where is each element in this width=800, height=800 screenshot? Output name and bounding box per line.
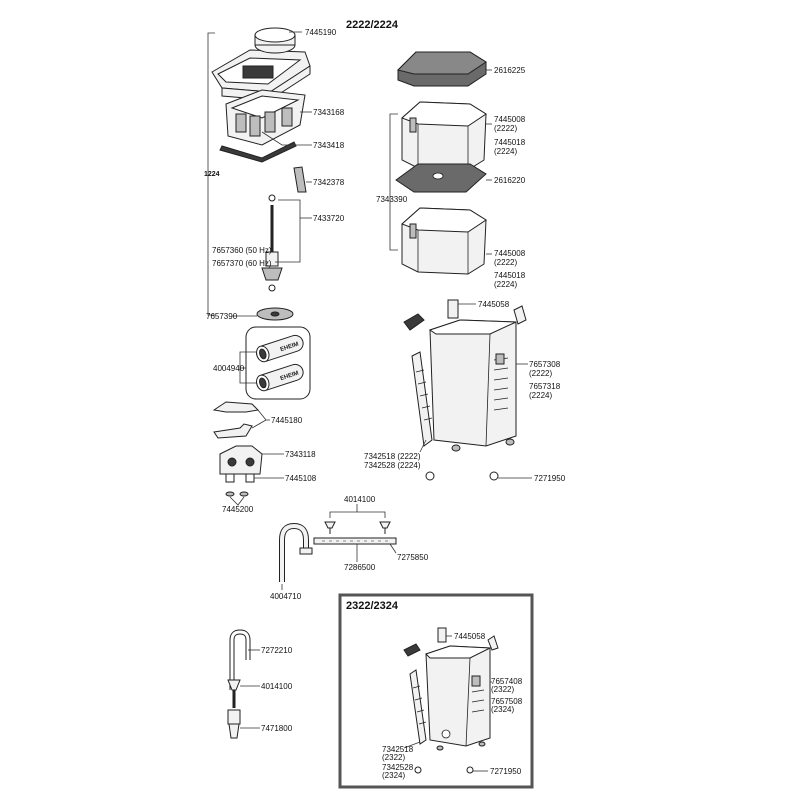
- label-2616220: 2616220: [494, 176, 526, 185]
- pump-housing: [219, 89, 306, 163]
- label-7445180: 7445180: [271, 416, 303, 425]
- hose-detail: EHEIM EHEIM: [245, 326, 311, 400]
- label-7657390: 7657390: [206, 312, 238, 321]
- canister-tab: [403, 313, 425, 331]
- bearing-ring: [256, 307, 294, 321]
- inset-label-2324-a: (2324): [491, 705, 514, 714]
- label-4004940: 4004940: [213, 364, 245, 373]
- inset-label-7342528: 7342528: [382, 763, 414, 772]
- spray-bar: [313, 521, 397, 545]
- inset-label-7271950: 7271950: [490, 767, 522, 776]
- fine-filter-pad: [395, 163, 487, 193]
- impeller-shaft: [261, 194, 283, 292]
- filter-basket-lower: [401, 207, 487, 275]
- label-4004710: 4004710: [270, 592, 302, 601]
- inset-label-2324-b: (2324): [382, 771, 405, 780]
- label-7343418: 7343418: [313, 141, 345, 150]
- label-7657308: 7657308: [529, 360, 561, 369]
- hose-adapter: [219, 445, 263, 497]
- label-7445018-a: 7445018: [494, 138, 526, 147]
- label-7445058: 7445058: [478, 300, 510, 309]
- label-2224-b: (2224): [494, 280, 517, 289]
- label-7342518: 7342518 (2222): [364, 452, 421, 461]
- side-label: 1224: [204, 171, 220, 178]
- label-7445018-b: 7445018: [494, 271, 526, 280]
- label-7272210: 7272210: [261, 646, 293, 655]
- label-7445008-b: 7445008: [494, 249, 526, 258]
- pump-head-cover: [211, 27, 311, 101]
- inset-label-7342518: 7342518: [382, 745, 414, 754]
- wedge-part: [293, 166, 307, 193]
- intake-j-pipe: [279, 522, 313, 582]
- inset-canister-tab: [403, 643, 421, 657]
- label-7342378: 7342378: [313, 178, 345, 187]
- hose-print-bottom: EHEIM: [280, 371, 300, 383]
- label-2222-a: (2222): [494, 124, 517, 133]
- inset-label-7657408: 7657408: [491, 677, 523, 686]
- inset-label-2322-b: (2322): [382, 753, 405, 762]
- label-4014100-a: 4014100: [344, 495, 376, 504]
- hose-print-top: EHEIM: [280, 342, 300, 354]
- label-7445190: 7445190: [305, 28, 337, 37]
- coarse-filter-pad: [397, 51, 487, 87]
- filter-basket-upper: [401, 101, 487, 171]
- label-4014100-b: 4014100: [261, 682, 293, 691]
- inset-feet: [414, 766, 474, 774]
- label-7445200: 7445200: [222, 505, 254, 514]
- outlet-pipe-set: [227, 629, 251, 739]
- label-7445008-a: 7445008: [494, 115, 526, 124]
- model-title: 2222/2224: [346, 19, 399, 31]
- label-7343390: 7343390: [376, 195, 408, 204]
- label-7445108: 7445108: [285, 474, 317, 483]
- label-7433720: 7433720: [313, 214, 345, 223]
- label-7286500: 7286500: [344, 563, 376, 572]
- label-2222-b: (2222): [494, 258, 517, 267]
- inset-title: 2322/2324: [346, 600, 399, 612]
- label-7275850: 7275850: [397, 553, 429, 562]
- inset-label-7445058: 7445058: [454, 632, 486, 641]
- label-7471800: 7471800: [261, 724, 293, 733]
- inset-side-handle: [409, 669, 427, 745]
- side-handle: [411, 351, 433, 447]
- label-2222-c: (2222): [529, 369, 552, 378]
- label-2616225: 2616225: [494, 66, 526, 75]
- label-7343118: 7343118: [285, 450, 316, 459]
- label-7343168: 7343168: [313, 108, 345, 117]
- inset-model-box: [338, 593, 534, 789]
- label-7271950: 7271950: [534, 474, 566, 483]
- label-7657318: 7657318: [529, 382, 561, 391]
- locking-clips: [212, 401, 260, 439]
- assembly-bracket: 1224: [204, 32, 220, 316]
- label-7657360: 7657360 (50 Hz): [212, 246, 272, 255]
- inset-label-7657508: 7657508: [491, 697, 523, 706]
- label-2224-a: (2224): [494, 147, 517, 156]
- filter-canister: [428, 299, 527, 452]
- inset-canister: [425, 627, 499, 751]
- label-7342528: 7342528 (2224): [364, 461, 421, 470]
- inset-label-2322-a: (2322): [491, 685, 514, 694]
- canister-feet: [425, 471, 499, 481]
- label-2224-c: (2224): [529, 391, 552, 400]
- label-7657370: 7657370 (60 Hz): [212, 259, 272, 268]
